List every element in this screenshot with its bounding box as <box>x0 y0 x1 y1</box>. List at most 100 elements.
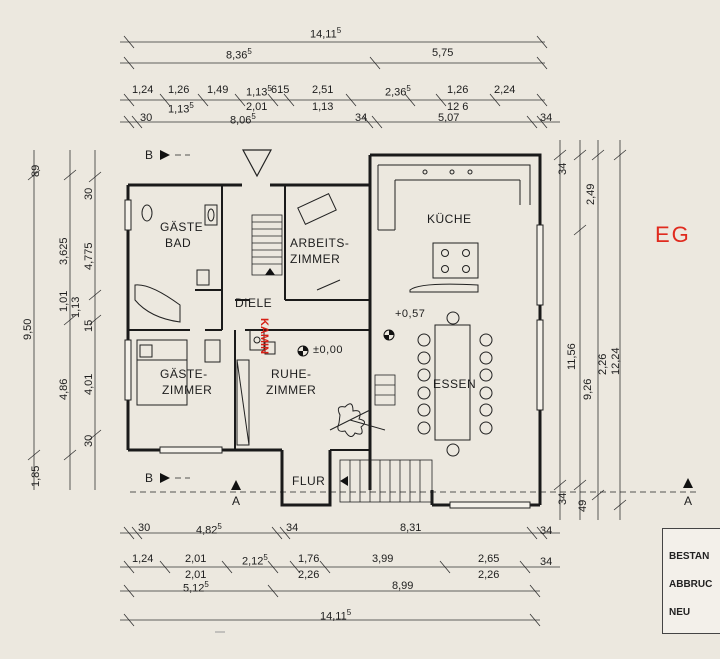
room-label-ruhezimmer-1: RUHE- <box>271 367 312 381</box>
dim-row4-5: 34 <box>540 112 553 124</box>
dim-row3-9: 2,24 <box>494 84 516 96</box>
section-b-top: B <box>145 148 154 162</box>
section-b-arrow-top <box>160 150 170 160</box>
section-b-bottom: B <box>145 471 154 485</box>
dim-bot1-5: 34 <box>540 525 553 537</box>
dim-bot-total: 14,115 <box>320 608 352 623</box>
room-label-gaestezimmer-1: GÄSTE- <box>160 367 208 381</box>
dim-row3-2: 1,26 <box>168 84 190 96</box>
dim-bot1-1: 30 <box>138 522 151 534</box>
section-a-arrow-left <box>231 480 241 490</box>
room-label-gaestebad-2: BAD <box>165 236 192 250</box>
section-lines <box>130 154 700 493</box>
dim-bot1-3: 34 <box>286 522 299 534</box>
fireplace <box>249 329 276 355</box>
dim-right-1: 2,49 <box>585 183 597 205</box>
room-label-arbeitszimmer-1: ARBEITS- <box>290 236 350 250</box>
dim-row3-5: 615 <box>271 84 290 96</box>
dim-row4-1: 30 <box>140 112 153 124</box>
room-label-gaestebad-1: GÄSTE <box>160 220 204 234</box>
bathroom-fixtures <box>134 204 218 323</box>
section-a-left: A <box>232 494 241 508</box>
dim-left-small-4: 1,85 <box>30 465 42 487</box>
dim-bot3-1: 5,125 <box>183 580 209 595</box>
dim-left-inner-1: 4,775 <box>83 242 95 270</box>
dim-row3-7: 2,365 <box>385 84 411 99</box>
entry-triangle-icon <box>241 149 273 178</box>
study-desk <box>297 192 341 291</box>
kamin-label: KAMIN <box>258 318 270 355</box>
dim-bot3-2: 8,99 <box>392 580 414 592</box>
dim-row4-4: 5,07 <box>438 112 460 124</box>
dim-right-2: 11,56 <box>566 343 578 370</box>
dim-right-4: 2,26 <box>597 353 609 375</box>
room-label-gaestezimmer-2: ZIMMER <box>162 383 213 397</box>
legend-box: BESTAN ABBRUC NEU <box>662 528 720 634</box>
dim-left-mid-1: 3,625 <box>58 237 70 265</box>
dim-top-total: 14,115 <box>310 26 342 41</box>
dim-bot1-4: 8,31 <box>400 522 422 534</box>
dim-left-inner-2: 4,01 <box>83 373 95 395</box>
room-label-essen: ESSEN <box>433 377 477 391</box>
dim-top-right: 5,75 <box>432 47 454 59</box>
dim-bot2b-1: 2,01 <box>185 569 207 581</box>
section-b-arrow-bottom <box>160 473 170 483</box>
floor-label: EG <box>655 222 691 247</box>
guest-bed <box>136 339 250 446</box>
dim-top-left: 8,365 <box>226 47 252 62</box>
dim-left-outer: 9,50 <box>22 318 34 340</box>
dim-left-mid-2: 4,86 <box>58 378 70 400</box>
dim-bot2-3: 2,125 <box>242 553 268 568</box>
legend-item-bestand: BESTAN <box>669 551 710 562</box>
plant-icon <box>329 403 386 437</box>
legend-item-neu: NEU <box>669 607 691 618</box>
dim-right-6: 34 <box>557 162 569 175</box>
dim-row4-2: 8,065 <box>230 112 256 127</box>
dim-bot1-2: 4,825 <box>196 522 222 537</box>
dim-right-3: 9,26 <box>582 378 594 400</box>
kitchen-counter <box>377 164 531 293</box>
dim-bot2-2: 2,01 <box>185 553 207 565</box>
dim-bot2b-2: 2,26 <box>298 569 320 581</box>
dim-left-inner-4: 1,13 <box>70 296 82 318</box>
level-main: ±0,00 <box>313 344 343 356</box>
dim-row3b-2: 2,01 <box>246 101 268 113</box>
room-label-diele: DIELE <box>235 296 273 310</box>
dim-bot2-7: 34 <box>540 556 553 568</box>
section-a-right: A <box>684 494 693 508</box>
level-kitchen: +0,57 <box>395 308 426 320</box>
dim-left-inner-3: 1,01 <box>58 290 70 312</box>
dim-left-small-3: 30 <box>83 434 95 447</box>
dim-left-small-1: 89 <box>30 164 42 177</box>
dim-left-inner-5: 15 <box>83 319 95 332</box>
dim-right-5: 12,24 <box>610 347 622 375</box>
dim-bot2-4: 1,76 <box>298 553 320 565</box>
room-label-flur: FLUR <box>292 474 326 488</box>
room-label-kueche: KÜCHE <box>427 212 472 226</box>
dining-table <box>417 311 493 457</box>
windows <box>124 199 544 509</box>
dim-bot2-5: 3,99 <box>372 553 394 565</box>
dim-bot2b-3: 2,26 <box>478 569 500 581</box>
dim-left-small-2: 30 <box>83 187 95 200</box>
dim-row3-6: 2,51 <box>312 84 334 96</box>
dim-bot2-1: 1,24 <box>132 553 154 565</box>
dim-row3b-4: 12 6 <box>447 101 469 113</box>
room-label-ruhezimmer-2: ZIMMER <box>266 383 317 397</box>
dim-right-8: 49 <box>577 499 589 512</box>
dim-row3-8: 1,26 <box>447 84 469 96</box>
dimension-lines <box>27 35 627 627</box>
dim-row3-4: 1,135 <box>246 84 272 99</box>
level-markers <box>297 329 395 357</box>
dim-row3-3: 1,49 <box>207 84 229 96</box>
stairs <box>251 214 433 503</box>
dim-row4-3: 34 <box>355 112 368 124</box>
section-a-arrow-right <box>683 478 693 488</box>
legend-item-abbruch: ABBRUC <box>669 579 713 590</box>
dim-row3b-1: 1,135 <box>168 101 194 116</box>
dim-bot2-6: 2,65 <box>478 553 500 565</box>
room-label-arbeitszimmer-2: ZIMMER <box>290 252 341 266</box>
dim-row3b-3: 1,13 <box>312 101 334 113</box>
dim-right-7: 34 <box>557 492 569 505</box>
